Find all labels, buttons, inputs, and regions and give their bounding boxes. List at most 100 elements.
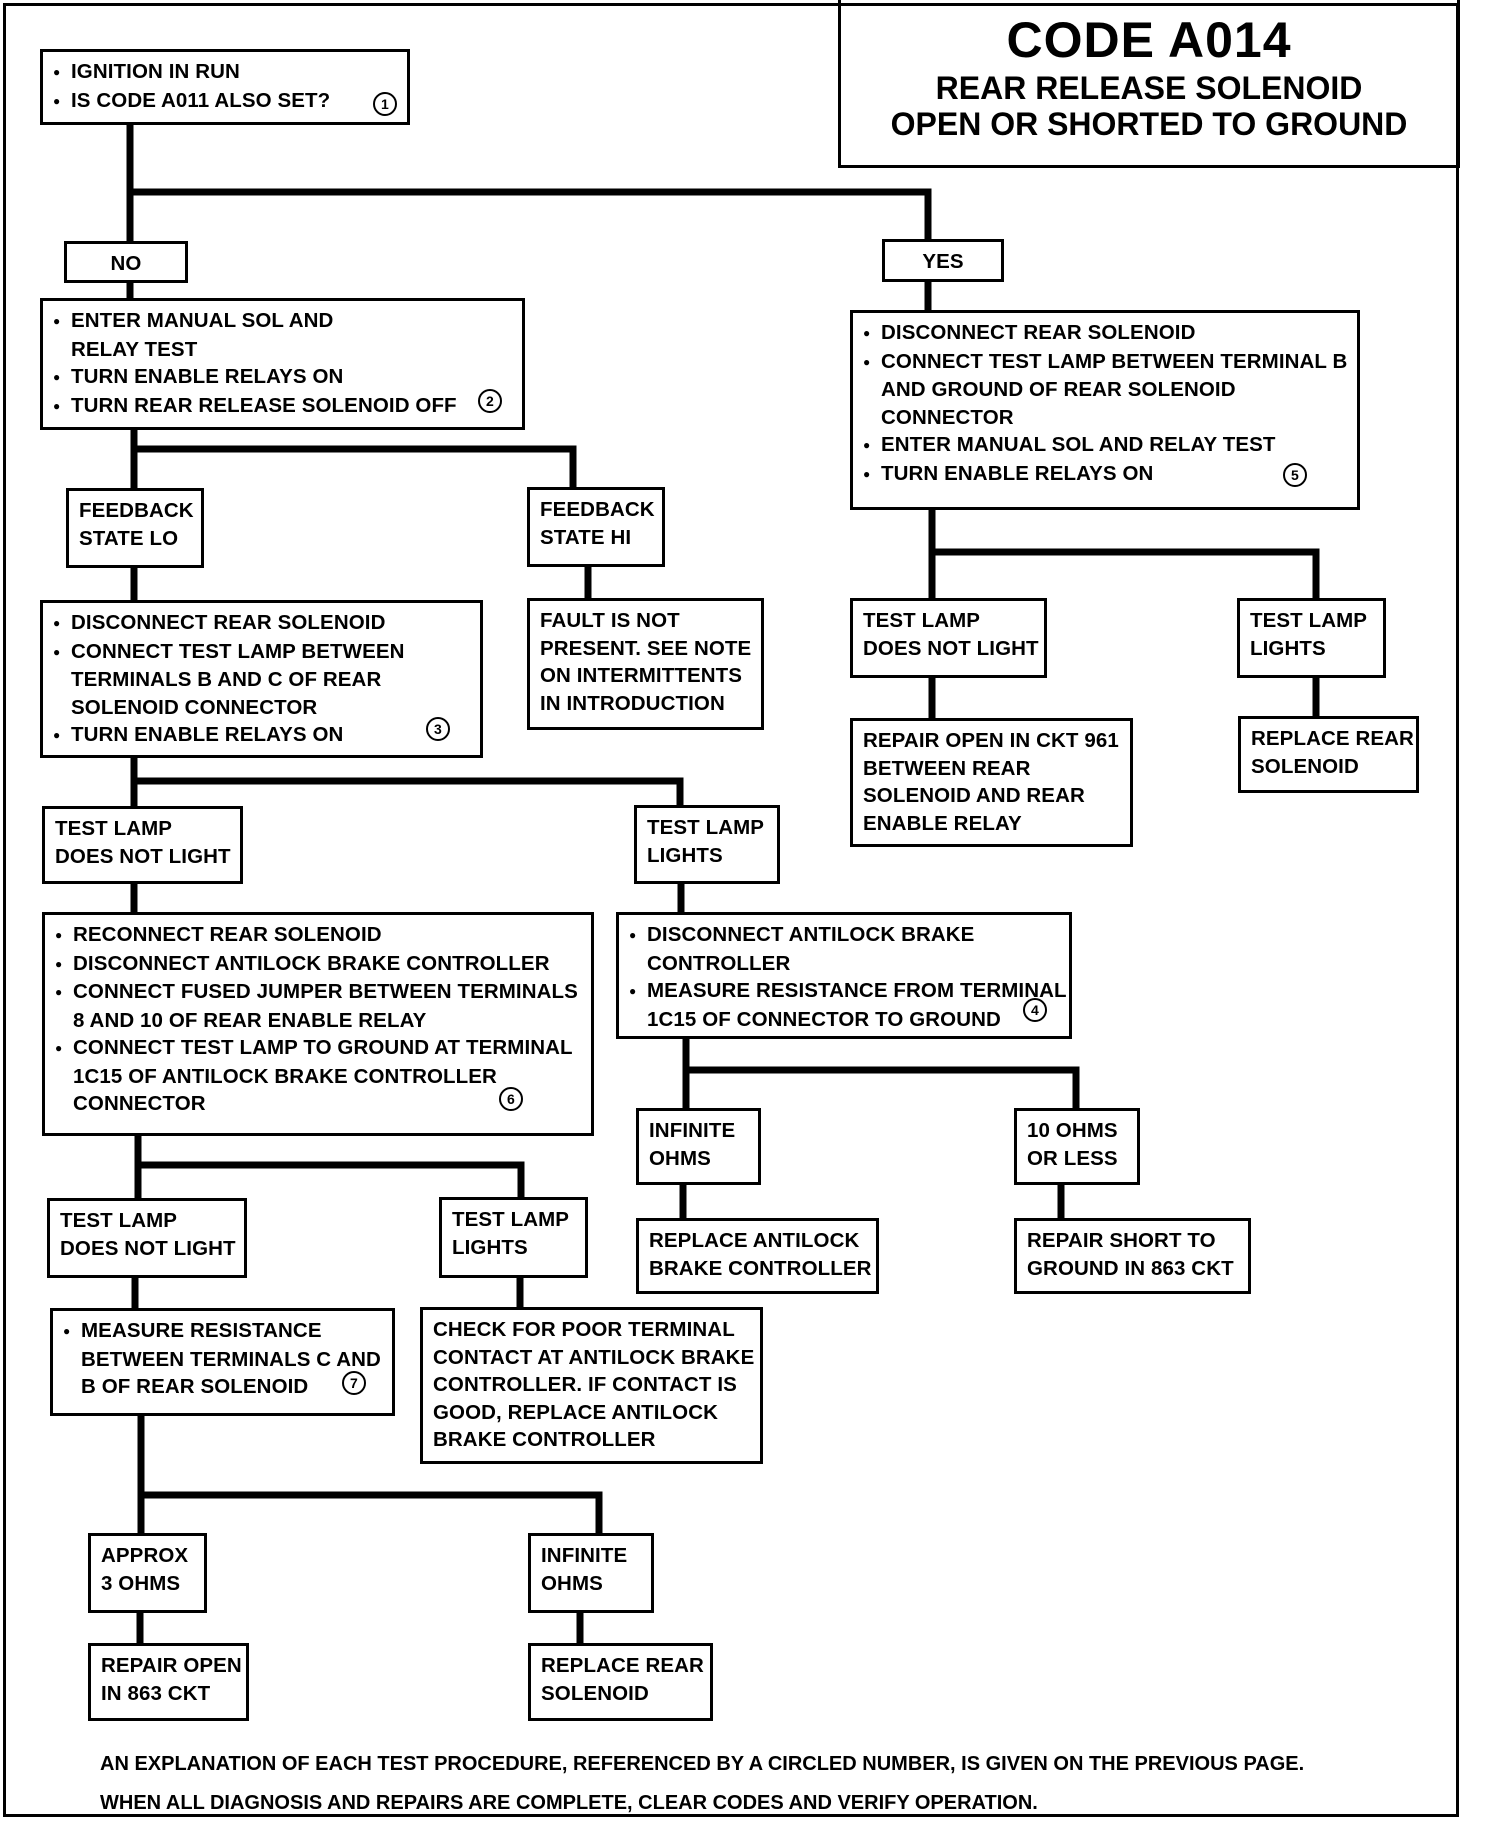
box-line: LIGHTS: [647, 843, 723, 867]
box-step3-lamp-lights: TEST LAMP LIGHTS: [634, 805, 780, 884]
box-line: TURN ENABLE RELAYS ON: [53, 363, 514, 392]
box-feedback-lo: FEEDBACK STATE LO: [66, 488, 204, 568]
box-step6-action: RECONNECT REAR SOLENOID DISCONNECT ANTIL…: [42, 912, 594, 1136]
box-line: TEST LAMP: [55, 817, 173, 840]
box-line: GROUND IN 863 CKT: [1027, 1256, 1234, 1280]
box-line: MEASURE RESISTANCE: [63, 1317, 384, 1346]
box-line: IN 863 CKT: [101, 1681, 211, 1705]
box-line: IGNITION IN RUN: [53, 58, 399, 87]
box-label: NO: [110, 252, 142, 275]
box-line: REPAIR OPEN IN CKT 961: [863, 729, 1119, 752]
box-line: TEST LAMP: [1250, 609, 1368, 632]
box-line: DISCONNECT ANTILOCK BRAKE CONTROLLER: [55, 950, 583, 979]
box-line: IS CODE A011 ALSO SET?: [53, 87, 399, 116]
box-line: SOLENOID AND REAR: [863, 784, 1085, 807]
box-step2-action: ENTER MANUAL SOL AND RELAY TEST TURN ENA…: [40, 298, 525, 430]
box-step4-infinite-ohms: INFINITE OHMS: [636, 1108, 761, 1185]
step-number-6: 6: [499, 1087, 523, 1111]
box-replace-rear-solenoid-left: REPLACE REAR SOLENOID: [528, 1643, 713, 1721]
box-line: SOLENOID CONNECTOR: [71, 695, 318, 719]
box-repair-ckt-961: REPAIR OPEN IN CKT 961 BETWEEN REAR SOLE…: [850, 718, 1133, 847]
connector-step7-split: [137, 1409, 603, 1539]
box-line: CONNECT TEST LAMP BETWEEN TERMINAL B: [863, 348, 1349, 377]
box-line: RELAY TEST: [71, 337, 198, 361]
box-line: ENTER MANUAL SOL AND: [53, 307, 514, 336]
box-line: CONTACT AT ANTILOCK BRAKE: [433, 1345, 755, 1369]
box-line: INFINITE: [649, 1119, 736, 1142]
box-line: REPLACE REAR: [541, 1654, 704, 1677]
step-number-7: 7: [342, 1371, 366, 1395]
box-step4-action: DISCONNECT ANTILOCK BRAKE CONTROLLER MEA…: [616, 912, 1072, 1039]
box-line: CONNECT FUSED JUMPER BETWEEN TERMINALS: [55, 978, 583, 1007]
title-block: CODE A014 REAR RELEASE SOLENOID OPEN OR …: [838, 0, 1460, 168]
box-line: BRAKE CONTROLLER: [433, 1428, 656, 1451]
box-line: BRAKE CONTROLLER: [649, 1256, 872, 1280]
box-step6-lamp-lights: TEST LAMP LIGHTS: [439, 1197, 588, 1278]
box-line: REPLACE ANTILOCK: [649, 1229, 860, 1252]
connector-step4-split: [682, 1032, 1080, 1114]
box-line: STATE LO: [79, 526, 179, 550]
box-line: STATE HI: [540, 525, 632, 549]
box-step5-action: DISCONNECT REAR SOLENOID CONNECT TEST LA…: [850, 310, 1360, 510]
box-yes: YES: [882, 239, 1004, 282]
box-line: SOLENOID: [1251, 754, 1359, 778]
box-step5-lamp-not-light: TEST LAMP DOES NOT LIGHT: [850, 598, 1047, 678]
connector-step6-split: [134, 1129, 525, 1204]
box-line: CONNECTOR: [73, 1092, 206, 1115]
box-check-terminal: CHECK FOR POOR TERMINAL CONTACT AT ANTIL…: [420, 1307, 763, 1464]
box-line: OR LESS: [1027, 1146, 1118, 1170]
box-line: OHMS: [541, 1571, 603, 1595]
box-line: CONNECT TEST LAMP BETWEEN: [53, 638, 472, 667]
box-line: FAULT IS NOT: [540, 609, 680, 632]
footer-note-1: AN EXPLANATION OF EACH TEST PROCEDURE, R…: [100, 1753, 1305, 1775]
page-frame: [3, 3, 1459, 1817]
box-label: YES: [922, 250, 964, 273]
box-start-question: IGNITION IN RUN IS CODE A011 ALSO SET? 1: [40, 49, 410, 125]
step-number-4: 4: [1023, 998, 1047, 1022]
box-repair-open-863: REPAIR OPEN IN 863 CKT: [88, 1643, 249, 1721]
box-line: GOOD, REPLACE ANTILOCK: [433, 1400, 719, 1424]
box-line: OHMS: [649, 1146, 711, 1170]
box-line: TEST LAMP: [863, 609, 981, 632]
box-line: LIGHTS: [452, 1235, 528, 1259]
box-step3-lamp-not-light: TEST LAMP DOES NOT LIGHT: [42, 806, 243, 884]
connector-step5-split: [928, 503, 1320, 604]
box-line: CONNECTOR: [881, 405, 1014, 429]
box-line: RECONNECT REAR SOLENOID: [55, 921, 583, 950]
box-line: REPAIR OPEN: [101, 1654, 242, 1677]
box-line: BETWEEN TERMINALS C AND: [81, 1347, 381, 1371]
box-line: DISCONNECT ANTILOCK BRAKE: [629, 921, 1061, 950]
box-line: TURN ENABLE RELAYS ON: [863, 460, 1349, 489]
box-step5-lamp-lights: TEST LAMP LIGHTS: [1237, 598, 1386, 678]
box-line: ENABLE RELAY: [863, 811, 1022, 835]
connector-split-yes: [126, 188, 932, 247]
box-line: CONNECT TEST LAMP TO GROUND AT TERMINAL: [55, 1034, 583, 1063]
box-line: TURN ENABLE RELAYS ON: [53, 721, 472, 750]
box-line: 1C15 OF CONNECTOR TO GROUND: [647, 1007, 1001, 1031]
step-number-1: 1: [373, 92, 397, 116]
box-line: 8 AND 10 OF REAR ENABLE RELAY: [73, 1008, 427, 1032]
box-line: TURN REAR RELEASE SOLENOID OFF: [53, 392, 514, 421]
box-step3-action: DISCONNECT REAR SOLENOID CONNECT TEST LA…: [40, 600, 483, 758]
box-line: TERMINALS B AND C OF REAR: [71, 668, 382, 691]
box-line: FEEDBACK: [540, 498, 655, 521]
title-subtitle-line-1: REAR RELEASE SOLENOID: [935, 70, 1363, 106]
box-line: AND GROUND OF REAR SOLENOID: [881, 378, 1236, 401]
box-line: CONTROLLER: [647, 951, 791, 975]
box-line: TEST LAMP: [647, 816, 765, 839]
box-line: CONTROLLER. IF CONTACT IS: [433, 1373, 737, 1396]
box-line: REPAIR SHORT TO: [1027, 1229, 1216, 1252]
box-line: 10 OHMS: [1027, 1119, 1118, 1142]
box-line: DISCONNECT REAR SOLENOID: [53, 609, 472, 638]
step-number-3: 3: [426, 717, 450, 741]
box-approx-3-ohms: APPROX 3 OHMS: [88, 1533, 207, 1613]
box-step4-ten-ohms: 10 OHMS OR LESS: [1014, 1108, 1140, 1185]
box-line: APPROX: [101, 1544, 189, 1567]
diagnostic-code: CODE A014: [1006, 12, 1292, 68]
box-line: DISCONNECT REAR SOLENOID: [863, 319, 1349, 348]
box-replace-controller: REPLACE ANTILOCK BRAKE CONTROLLER: [636, 1218, 879, 1294]
box-line: DOES NOT LIGHT: [863, 636, 1039, 660]
box-step7-action: MEASURE RESISTANCE BETWEEN TERMINALS C A…: [50, 1308, 395, 1416]
box-line: ON INTERMITTENTS: [540, 664, 743, 687]
